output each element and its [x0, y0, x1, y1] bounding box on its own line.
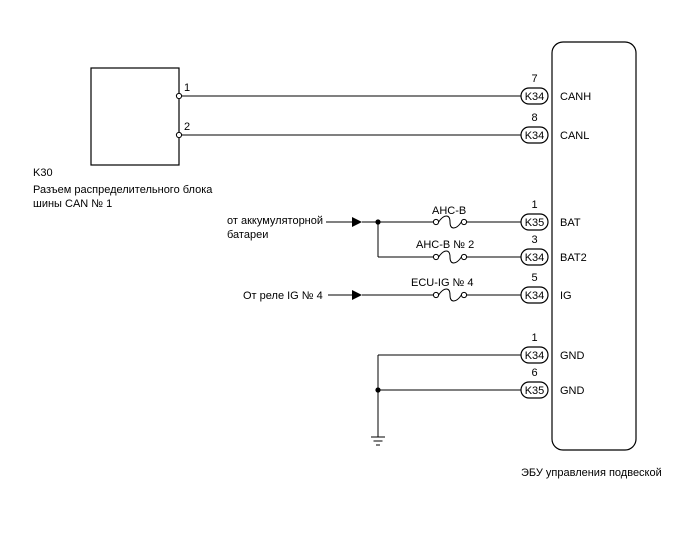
ecu-box — [551, 41, 637, 451]
terminal-bat2: K34 3 BAT2 — [520, 234, 587, 266]
fuse-ahc-b2-left-terminal — [432, 253, 440, 261]
terminal-label: GND — [560, 350, 585, 362]
k30-pin2-terminal — [175, 131, 183, 139]
k30-pin1-terminal — [175, 92, 183, 100]
fuse-ahc-b-right-terminal — [460, 218, 468, 226]
connector-code: K34 — [525, 91, 545, 103]
fuse-ecu-ig-icon — [438, 288, 462, 302]
connector-code: K34 — [525, 350, 545, 362]
k30-name-line2: шины CAN № 1 — [33, 198, 112, 210]
ig-arrow-icon — [352, 290, 362, 300]
terminal-bat: K35 1 BAT — [520, 199, 581, 231]
fuse-ahc-b-label: AHC-B — [432, 205, 466, 217]
ground-symbol-icon — [371, 436, 385, 446]
k30-name-line1: Разъем распределительного блока — [33, 184, 213, 196]
connector-pill — [520, 248, 549, 266]
ecu-name: ЭБУ управления подвеской — [521, 467, 662, 479]
fuse-ahc-b2-icon — [438, 250, 462, 264]
battery-arrow-icon — [352, 217, 362, 227]
fuse-ahc-b2-right-terminal — [460, 253, 468, 261]
fuse-ahc-b-icon — [438, 215, 462, 229]
connector-pill — [520, 87, 549, 105]
pin-number: 7 — [531, 73, 537, 85]
fuse-ecu-ig-label: ECU-IG № 4 — [411, 277, 474, 289]
connector-pill — [520, 126, 549, 144]
terminal-label: IG — [560, 290, 572, 302]
pin-number: 8 — [531, 112, 537, 124]
terminal-label: BAT — [560, 217, 581, 229]
ig-relay-source: От реле IG № 4 — [243, 290, 323, 302]
connector-code: K35 — [525, 385, 545, 397]
connector-code: K34 — [525, 130, 545, 142]
fuse-ecu-ig-right-terminal — [460, 291, 468, 299]
terminal-canl: K34 8 CANL — [520, 112, 589, 144]
battery-source-line2: батареи — [227, 229, 268, 241]
fuse-ahc-b2-label: AHC-B № 2 — [416, 239, 474, 251]
terminal-label: BAT2 — [560, 252, 587, 264]
pin-number: 3 — [531, 234, 537, 246]
connector-pill — [520, 286, 549, 304]
ground-splice-node — [375, 387, 381, 393]
terminal-gnd-2: K35 6 GND — [520, 367, 585, 399]
terminal-label: GND — [560, 385, 585, 397]
k30-code: K30 — [33, 167, 53, 179]
k30-pin2-number: 2 — [184, 121, 190, 133]
pin-number: 1 — [531, 332, 537, 344]
terminal-canh: K34 7 CANH — [520, 73, 591, 105]
k30-pin1-number: 1 — [184, 82, 190, 94]
fuse-ecu-ig-left-terminal — [432, 291, 440, 299]
connector-pill — [520, 381, 549, 399]
pin-number: 1 — [531, 199, 537, 211]
terminal-gnd-1: K34 1 GND — [520, 332, 585, 364]
terminal-ig: K34 5 IG — [520, 272, 572, 304]
connector-pill — [520, 346, 549, 364]
pin-number: 6 — [531, 367, 537, 379]
k30-connector-box — [90, 67, 180, 166]
fuse-ahc-b-left-terminal — [432, 218, 440, 226]
terminal-label: CANL — [560, 130, 589, 142]
terminal-label: CANH — [560, 91, 591, 103]
connector-pill — [520, 213, 549, 231]
connector-code: K34 — [525, 290, 545, 302]
battery-source-line1: от аккумуляторной — [227, 215, 323, 227]
pin-number: 5 — [531, 272, 537, 284]
connector-code: K35 — [525, 217, 545, 229]
connector-code: K34 — [525, 252, 545, 264]
